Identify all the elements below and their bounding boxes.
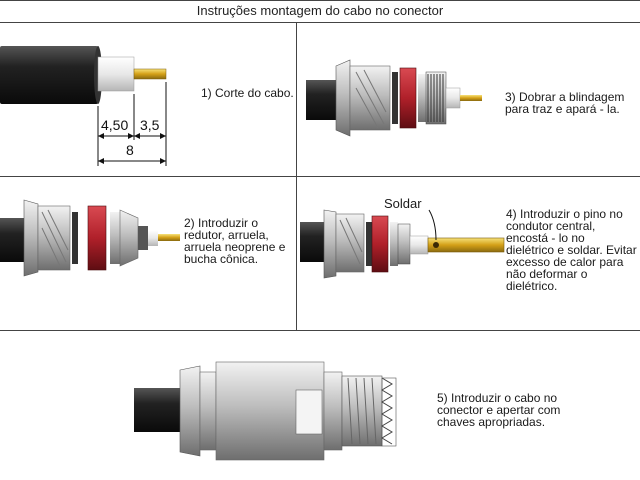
row-divider-1 bbox=[0, 176, 640, 177]
step-5-text: 5) Introduzir o cabo no conector e apert… bbox=[437, 392, 560, 428]
center-conductor bbox=[158, 234, 180, 241]
conical-bushing bbox=[119, 209, 139, 267]
center-conductor bbox=[133, 68, 167, 80]
connector-flange bbox=[323, 371, 343, 451]
hex-nut bbox=[179, 365, 201, 457]
washer-metal bbox=[110, 212, 120, 264]
nut-collar bbox=[199, 371, 217, 451]
washer-dark bbox=[392, 72, 398, 124]
braid-texture bbox=[339, 217, 363, 265]
dimension-label-3-5: 3,5 bbox=[140, 117, 160, 133]
neoprene-washer-red bbox=[371, 215, 389, 273]
washer-metal bbox=[418, 74, 426, 122]
braid-texture bbox=[355, 69, 387, 129]
hex-nut bbox=[323, 209, 337, 279]
step-3-text: 3) Dobrar a blindagem para traz e apará … bbox=[505, 91, 624, 115]
washer-dark bbox=[366, 222, 372, 266]
body-window bbox=[295, 389, 323, 435]
step-5-line: conector e apertar com bbox=[437, 403, 561, 417]
washer-metal bbox=[390, 222, 398, 266]
solder-leader-line bbox=[428, 209, 437, 241]
dimension-label-total: 8 bbox=[126, 142, 134, 158]
thread-lines bbox=[347, 377, 377, 445]
dim-arrow bbox=[128, 133, 134, 139]
neoprene-washer-red bbox=[399, 67, 417, 129]
page-title: Instruções montagem do cabo no conector bbox=[196, 3, 444, 18]
dim-arrow bbox=[98, 133, 104, 139]
hex-nut bbox=[23, 199, 39, 277]
step-5-line: chaves apropriadas. bbox=[437, 415, 546, 429]
cable-jacket bbox=[134, 388, 184, 432]
step-4-line: 4) Introduzir o pino no bbox=[506, 207, 623, 221]
step-2-text: 2) Introduzir o redutor, arruela, arruel… bbox=[184, 217, 285, 265]
solder-hole bbox=[433, 242, 439, 248]
braid-exposed bbox=[138, 226, 148, 250]
contact-pin bbox=[427, 237, 505, 253]
braid-texture bbox=[41, 209, 69, 267]
step-2-line: arruela neoprene e bbox=[184, 240, 286, 254]
threaded-coupling bbox=[341, 375, 383, 447]
step-4-line: dielétrico e soldar. Evitar bbox=[506, 243, 637, 257]
dim-arrow bbox=[160, 158, 166, 164]
column-divider-top bbox=[296, 22, 297, 176]
washer-dark bbox=[72, 212, 78, 264]
coupling-end bbox=[381, 377, 397, 447]
center-conductor bbox=[460, 95, 482, 101]
step-3-line: 3) Dobrar a blindagem bbox=[505, 90, 625, 104]
step-4-line: encostá - lo no bbox=[506, 231, 585, 245]
dielectric bbox=[97, 56, 135, 92]
step-4-line: dielétrico. bbox=[506, 279, 558, 293]
step-5-line: 5) Introduzir o cabo no bbox=[437, 391, 558, 405]
step-2-line: redutor, arruela, bbox=[184, 228, 269, 242]
neoprene-washer-red bbox=[87, 205, 107, 271]
knurled-edge bbox=[381, 377, 393, 445]
title-top-border bbox=[0, 0, 640, 1]
knurl-lines bbox=[427, 74, 444, 122]
step-2-line: bucha cônica. bbox=[184, 252, 259, 266]
step-3-line: para traz e apará - la. bbox=[505, 102, 620, 116]
dimension-label-4-50: 4,50 bbox=[101, 117, 129, 133]
cable-jacket bbox=[0, 46, 98, 104]
dielectric bbox=[148, 230, 158, 246]
dim-arrow bbox=[160, 133, 166, 139]
step-4-text: 4) Introduzir o pino no condutor central… bbox=[506, 208, 637, 292]
column-divider-middle bbox=[296, 176, 297, 330]
step-1-text: 1) Corte do cabo. bbox=[201, 86, 294, 100]
dim-arrow bbox=[98, 158, 104, 164]
hex-nut bbox=[335, 59, 351, 137]
row-divider-2 bbox=[0, 330, 640, 331]
title-bottom-border bbox=[0, 22, 640, 23]
step-2-line: 2) Introduzir o bbox=[184, 216, 259, 230]
step-4-line: condutor central, bbox=[506, 219, 596, 233]
dim-arrow bbox=[134, 133, 140, 139]
solder-label: Soldar bbox=[384, 196, 422, 211]
step-4-line: excesso de calor para bbox=[506, 255, 624, 269]
step-4-line: não deformar o bbox=[506, 267, 588, 281]
